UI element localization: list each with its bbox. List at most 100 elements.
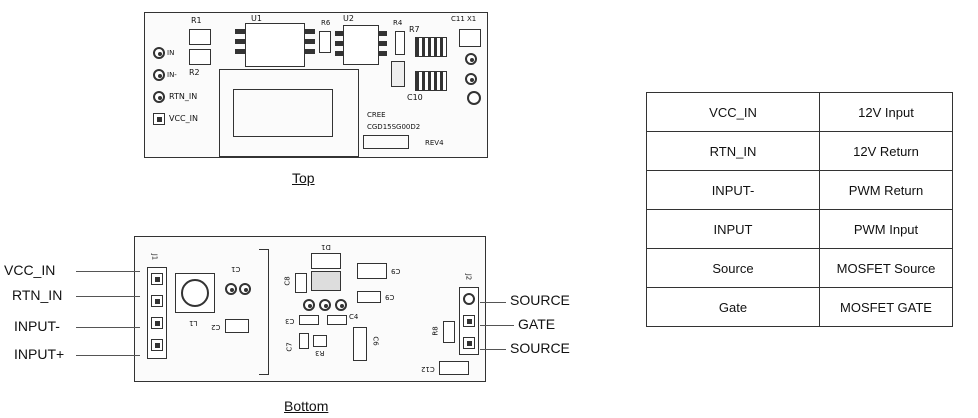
u1-pin bbox=[235, 29, 245, 34]
silk-vendor: CREE bbox=[367, 111, 386, 119]
u1-pin bbox=[305, 49, 315, 54]
ext-label-rtn-in: RTN_IN bbox=[12, 287, 63, 303]
r7-label: C10 bbox=[407, 93, 423, 102]
c5-label: C7 bbox=[285, 342, 294, 352]
ext-label-input-minus: INPUT- bbox=[14, 318, 60, 334]
u2-pin bbox=[335, 31, 343, 36]
j2-pin bbox=[463, 337, 475, 349]
u2-label: U2 bbox=[343, 14, 354, 23]
r1-resistor bbox=[189, 29, 211, 45]
r3-resistor-bottom bbox=[313, 335, 327, 347]
r3-label: R4 bbox=[393, 19, 403, 27]
c1-label: C1 bbox=[231, 265, 241, 273]
u1-pin bbox=[305, 29, 315, 34]
r8-resistor bbox=[443, 321, 455, 343]
c12-cap bbox=[439, 361, 469, 375]
ext-label-gate: GATE bbox=[518, 316, 556, 332]
table-row: Source MOSFET Source bbox=[646, 248, 953, 288]
table-row: INPUT PWM Input bbox=[646, 209, 953, 249]
leader-line bbox=[480, 302, 506, 303]
via bbox=[303, 299, 315, 311]
u2-pin bbox=[379, 41, 387, 46]
d1-pair bbox=[311, 271, 341, 291]
table-row: Gate MOSFET GATE bbox=[646, 287, 953, 327]
u2-pin bbox=[335, 51, 343, 56]
r3-bottom-label: R3 bbox=[315, 349, 325, 357]
d1-label: D1 bbox=[321, 243, 331, 251]
c4-label: C4 bbox=[349, 313, 359, 321]
j1-pin bbox=[151, 273, 163, 285]
r6-resistor bbox=[415, 37, 447, 57]
u1-ic bbox=[245, 23, 305, 67]
c10-label: C11 bbox=[451, 15, 465, 23]
u2-pin bbox=[335, 41, 343, 46]
c6-label: C6 bbox=[371, 336, 380, 346]
u1-pin bbox=[305, 39, 315, 44]
table-row: INPUT- PWM Return bbox=[646, 170, 953, 210]
c7-label: C8 bbox=[283, 276, 292, 286]
pin-in-minus-pad bbox=[153, 69, 165, 81]
j1-pin bbox=[151, 339, 163, 351]
c11-label: X1 bbox=[467, 15, 477, 23]
r4-label: R6 bbox=[321, 19, 331, 27]
right-pad bbox=[465, 53, 477, 65]
j1-label: J1 bbox=[150, 253, 159, 261]
u1-pin bbox=[235, 39, 245, 44]
j2-pin bbox=[463, 293, 475, 305]
table-cell-pin: Gate bbox=[646, 287, 820, 327]
table-cell-pin: INPUT bbox=[646, 209, 820, 249]
r2-label: R2 bbox=[189, 68, 200, 77]
ext-label-source-top: SOURCE bbox=[510, 292, 570, 308]
ext-label-source-bottom: SOURCE bbox=[510, 340, 570, 356]
divider-bracket bbox=[259, 249, 269, 375]
transformer-outline bbox=[219, 69, 359, 157]
silk-part-number: CGD15SG00D2 bbox=[367, 123, 421, 131]
l1-core bbox=[181, 279, 209, 307]
table-cell-desc: 12V Input bbox=[819, 92, 953, 132]
leader-line bbox=[76, 327, 140, 328]
c2-cap bbox=[225, 319, 249, 333]
silk-box bbox=[363, 135, 409, 149]
table-cell-pin: Source bbox=[646, 248, 820, 288]
u2-pin bbox=[379, 51, 387, 56]
table-cell-desc: 12V Return bbox=[819, 131, 953, 171]
pin-in-pad bbox=[153, 47, 165, 59]
pin-vcc-label: VCC_IN bbox=[169, 114, 198, 123]
c8-label: C9 bbox=[391, 267, 401, 275]
diode bbox=[391, 61, 405, 87]
r3-resistor bbox=[395, 31, 405, 55]
leader-line bbox=[76, 271, 140, 272]
l1-label: L1 bbox=[189, 319, 198, 327]
table-row: RTN_IN 12V Return bbox=[646, 131, 953, 171]
via bbox=[335, 299, 347, 311]
r1-label: R1 bbox=[191, 16, 202, 25]
ext-label-vcc-in: VCC_IN bbox=[4, 262, 56, 278]
bottom-view-caption: Bottom bbox=[284, 398, 329, 414]
j2-pin bbox=[463, 315, 475, 327]
table-cell-pin: INPUT- bbox=[646, 170, 820, 210]
c7-cap bbox=[295, 273, 307, 293]
j1-pin bbox=[151, 317, 163, 329]
table-row: VCC_IN 12V Input bbox=[646, 92, 953, 132]
c1-pad bbox=[225, 283, 237, 295]
top-board: R1 R2 U1 R6 U2 R4 R7 C10 C11 X1 IN IN- R… bbox=[144, 12, 488, 158]
u2-ic bbox=[343, 25, 379, 65]
u1-pin bbox=[235, 49, 245, 54]
leader-line bbox=[480, 325, 514, 326]
pin-table: VCC_IN 12V Input RTN_IN 12V Return INPUT… bbox=[646, 92, 953, 327]
j2-label: J2 bbox=[464, 273, 473, 281]
j1-pin bbox=[151, 295, 163, 307]
r2-resistor bbox=[189, 49, 211, 65]
c3-cap bbox=[299, 315, 319, 325]
pin-rtn-label: RTN_IN bbox=[169, 92, 198, 101]
c10-c11-caps bbox=[459, 29, 481, 47]
table-cell-desc: MOSFET GATE bbox=[819, 287, 953, 327]
ext-label-input-plus: INPUT+ bbox=[14, 346, 65, 362]
table-cell-desc: MOSFET Source bbox=[819, 248, 953, 288]
j1-header bbox=[147, 267, 167, 359]
table-cell-pin: VCC_IN bbox=[646, 92, 820, 132]
pin-rtn-pad bbox=[153, 91, 165, 103]
c9-cap bbox=[357, 291, 381, 303]
transformer-window bbox=[233, 89, 333, 137]
leader-line bbox=[76, 355, 140, 356]
